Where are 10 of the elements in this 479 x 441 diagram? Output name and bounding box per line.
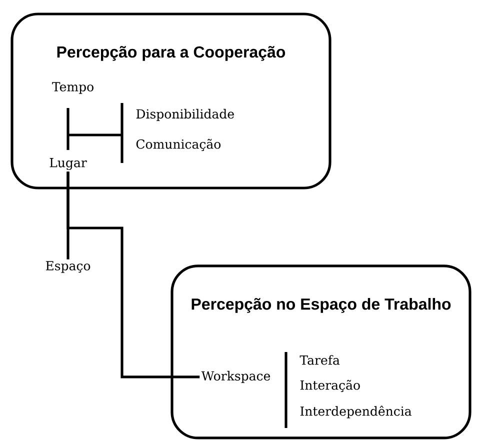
label-text: Workspace (201, 370, 270, 384)
label-text: Interdependência (300, 406, 412, 418)
label-text: Tarefa (300, 355, 340, 365)
label-text: Tempo (52, 82, 94, 94)
connector-line (66, 172, 200, 378)
label-text: Lugar (50, 158, 87, 170)
label-text: Interação (300, 380, 360, 392)
label-text: Disponibilidade (136, 108, 234, 122)
label-text: Espaço (46, 261, 90, 273)
label-text: Comunicação (136, 138, 221, 152)
